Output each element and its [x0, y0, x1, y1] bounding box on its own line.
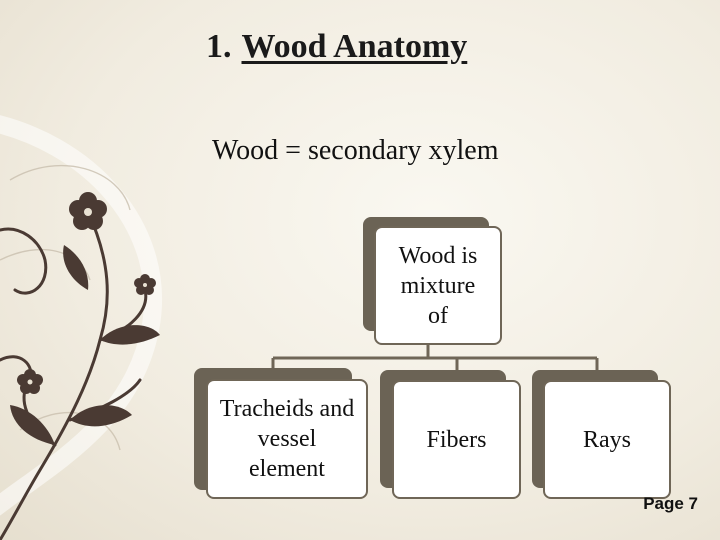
child-node-tracheids: Tracheids and vessel element — [206, 379, 368, 499]
title-number: 1. — [206, 28, 232, 65]
root-node-label: Wood is mixture of — [398, 242, 478, 329]
child-node-label: Fibers — [426, 426, 487, 453]
subtitle: Wood = secondary xylem — [212, 135, 499, 166]
child-node-label: Rays — [583, 426, 631, 453]
child-node-fibers: Fibers — [392, 380, 521, 499]
child-node-label: Tracheids and vessel element — [219, 396, 355, 482]
page-number: Page 7 — [643, 494, 698, 513]
root-node: Wood is mixture of — [374, 226, 502, 345]
child-node-rays: Rays — [543, 380, 671, 499]
title-text: Wood Anatomy — [241, 28, 468, 65]
